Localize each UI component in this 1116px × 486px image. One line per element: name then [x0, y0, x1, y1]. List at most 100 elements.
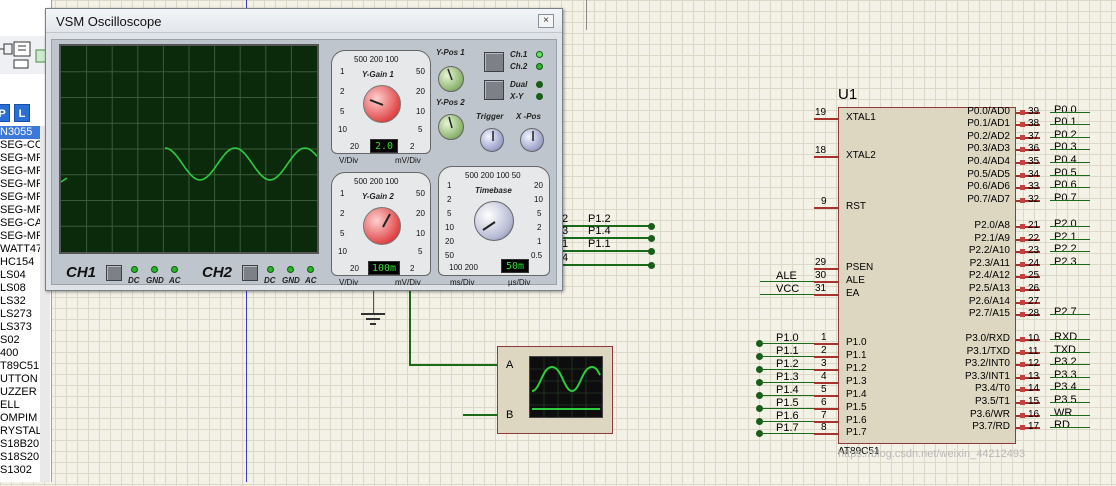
right-net-wire [1050, 239, 1090, 240]
net-p1-label: P1.2 [776, 358, 799, 370]
close-button[interactable]: × [538, 14, 554, 28]
device-list-item[interactable]: S18S20 [0, 451, 40, 463]
device-list-item[interactable]: S1302 [0, 464, 32, 476]
device-list-item[interactable]: ELL [0, 399, 20, 411]
right-pin-number: 23 [1028, 245, 1040, 256]
right-pin-number: 13 [1028, 371, 1040, 382]
scope-input-number: 2 [562, 213, 569, 225]
right-net-wire [1050, 389, 1090, 390]
device-list-item[interactable]: SEG-MPX [0, 191, 48, 203]
device-list-item[interactable]: LS08 [0, 282, 26, 294]
net-junction-dot [756, 418, 763, 425]
device-list-scrollbar[interactable] [40, 126, 50, 482]
y-gain-1-panel: 500 200 100 Y-Gain 1 1 2 5 10 20 50 20 1… [331, 50, 431, 154]
device-list-item[interactable]: LS04 [0, 269, 26, 281]
right-pin-marker [1020, 337, 1025, 342]
y-gain-1-readout: 2.0 [370, 139, 398, 153]
right-pin-marker [1020, 425, 1025, 430]
ch1-dc-led[interactable] [131, 266, 138, 273]
ch1-dc-label: DC [128, 276, 140, 285]
ch1-button[interactable] [106, 265, 122, 281]
trigger-knob[interactable] [480, 128, 504, 152]
toolbar-icon[interactable] [0, 36, 48, 74]
ch2-dc-led[interactable] [267, 266, 274, 273]
device-list-item[interactable]: LS273 [0, 308, 32, 320]
device-list-item[interactable]: HC154 [0, 256, 35, 268]
tab-l[interactable]: L [14, 104, 30, 122]
ch2-button[interactable] [242, 265, 258, 281]
right-pin-number: 17 [1028, 421, 1040, 432]
tab-p[interactable]: P [0, 104, 10, 122]
oscilloscope-window[interactable]: VSM Oscilloscope × CH1 DC GND AC CH2 DC … [45, 8, 563, 291]
right-net-label: P3.4 [1054, 381, 1077, 393]
ch2-ac-led[interactable] [307, 266, 314, 273]
left-pin-name: RST [846, 201, 866, 212]
y-gain-1-knob[interactable] [363, 85, 401, 123]
device-list-item[interactable]: SEG-MPX [0, 152, 48, 164]
right-net-wire [1050, 427, 1090, 428]
right-pin-number: 16 [1028, 409, 1040, 420]
ch2-mode-label: Ch.2 [510, 62, 528, 71]
y-gain-2-scale-r4: 2 [410, 264, 415, 273]
y-pos-1-knob[interactable] [438, 66, 464, 92]
timebase-knob[interactable] [474, 201, 514, 241]
device-list-item[interactable]: UTTON [0, 373, 38, 385]
device-list-item[interactable]: LS373 [0, 321, 32, 333]
device-list-item[interactable]: SEG-MPX [0, 165, 48, 177]
y-pos-2-knob[interactable] [438, 114, 464, 140]
y-gain-2-knob[interactable] [363, 207, 401, 245]
device-list-item[interactable]: S18B20 [0, 438, 40, 450]
right-pin-name: P3.4/T0 [974, 383, 1010, 394]
device-list-item[interactable]: S02 [0, 334, 20, 346]
device-list-item[interactable]: SEG-CA [0, 217, 43, 229]
y-pos-1-label: Y-Pos 1 [436, 48, 465, 57]
channel-select-button[interactable] [484, 52, 504, 72]
ch1-ac-led[interactable] [171, 266, 178, 273]
right-pin-line [1016, 137, 1040, 139]
right-net-label: P2.3 [1054, 256, 1077, 268]
net-p1-wire [760, 433, 814, 434]
device-list-item[interactable]: SEG-MPX [0, 230, 48, 242]
timebase-unit-left: ms/Div [450, 278, 475, 287]
mini-scope-input-a: A [506, 359, 514, 371]
right-pin-marker [1020, 224, 1025, 229]
ch1-gnd-led[interactable] [151, 266, 158, 273]
right-pin-marker [1020, 173, 1025, 178]
device-list-item[interactable]: WATT47 [0, 243, 43, 255]
oscilloscope-titlebar[interactable]: VSM Oscilloscope × [46, 9, 562, 33]
right-pin-line [1016, 339, 1040, 341]
right-pin-name: P2.3/A11 [969, 258, 1010, 269]
ch2-gnd-led[interactable] [287, 266, 294, 273]
device-list-item[interactable]: 400 [0, 347, 19, 359]
device-list-item[interactable]: SEG-COM [0, 139, 48, 151]
right-pin-number: 24 [1028, 258, 1040, 269]
timebase-panel: 500 200 100 50 Timebase 1 2 5 10 20 50 1… [438, 166, 550, 276]
net-p1-wire [760, 408, 814, 409]
right-pin-number: 35 [1028, 156, 1040, 167]
y-gain-2-unit-left: V/Div [339, 278, 359, 287]
device-list-item[interactable]: LS32 [0, 295, 26, 307]
mini-scope[interactable]: A B [497, 346, 613, 434]
left-pin-name: EA [846, 288, 860, 299]
right-pin-name: P0.6/AD6 [967, 181, 1010, 192]
device-list-item[interactable]: RYSTAL [0, 425, 42, 437]
oscilloscope-panel: CH1 DC GND AC CH2 DC GND AC 500 200 100 … [51, 39, 557, 287]
device-list-item[interactable]: UZZER [0, 386, 37, 398]
device-list-item[interactable]: N3055 [0, 126, 48, 139]
at89c51-chip[interactable] [838, 107, 1016, 444]
device-list-item[interactable]: T89C51 [0, 360, 40, 372]
device-list-item[interactable]: SEG-MPX [0, 204, 48, 216]
mode-select-button[interactable] [484, 80, 504, 100]
left-pin-number: 9 [821, 196, 827, 207]
left-pin-line [814, 268, 838, 270]
ch1-mode-led [536, 51, 543, 58]
wire-mini-b [463, 414, 499, 416]
left-pin-number: 19 [815, 107, 827, 118]
device-list-item[interactable]: OMPIM [0, 412, 38, 424]
right-pin-number: 34 [1028, 169, 1040, 180]
y-gain-1-scale-r0: 50 [416, 67, 425, 76]
x-pos-knob[interactable] [520, 128, 544, 152]
scope-input-net: P1.2 [588, 213, 611, 225]
device-list-item[interactable]: SEG-MPX [0, 178, 48, 190]
dual-mode-led [536, 81, 543, 88]
